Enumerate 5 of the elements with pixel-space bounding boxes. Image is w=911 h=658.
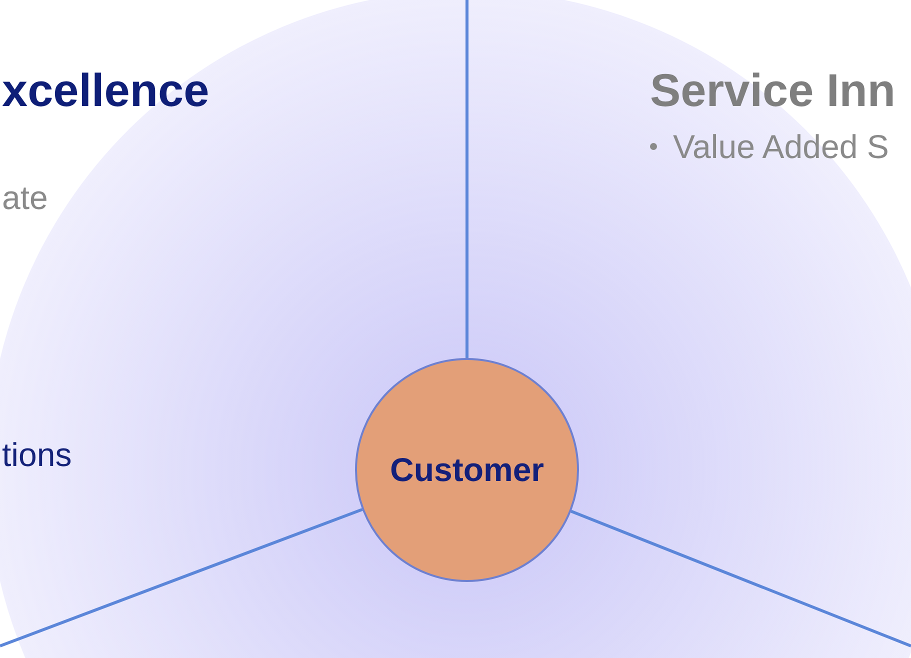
heading: Service Inn [650, 63, 896, 118]
bullet-text: tions [2, 435, 72, 475]
bullet-text: ate [2, 178, 48, 218]
bullet-text: Value Added S [673, 127, 889, 167]
heading: xcellence [2, 63, 210, 118]
